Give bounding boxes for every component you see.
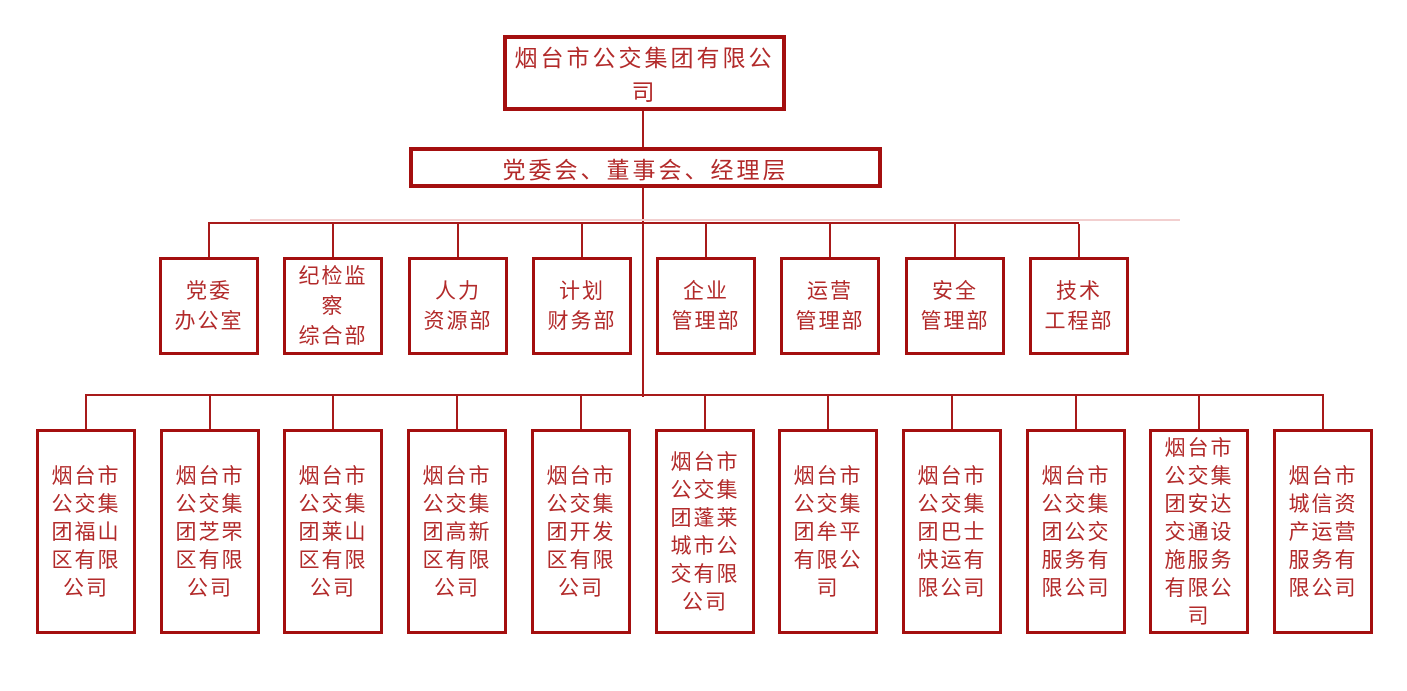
connector-root-to-governance [642, 111, 644, 147]
node-dept-discipline: 纪检监 察 综合部 [283, 257, 383, 355]
connector-drop-dept-7 [954, 224, 956, 257]
connector-drop-dept-2 [332, 224, 334, 257]
connector-drop-dept-4 [581, 224, 583, 257]
node-sub-zhifu: 烟台市 公交集 团芝罘 区有限 公司 [160, 429, 260, 634]
node-sub-anda-traffic: 烟台市 公交集 团安达 交通设 施服务 有限公 司 [1149, 429, 1249, 634]
node-dept-safety-mgmt: 安全 管理部 [905, 257, 1005, 355]
connector-drop-sub-5 [580, 396, 582, 429]
node-sub-bus-service: 烟台市 公交集 团公交 服务有 限公司 [1026, 429, 1126, 634]
connector-drop-sub-10 [1198, 396, 1200, 429]
connector-drop-sub-1 [85, 396, 87, 429]
node-dept-operations-mgmt: 运营 管理部 [780, 257, 880, 355]
connector-departments-rail-faint [250, 219, 1180, 221]
node-sub-kaifa: 烟台市 公交集 团开发 区有限 公司 [531, 429, 631, 634]
connector-drop-sub-7 [827, 396, 829, 429]
node-root-company: 烟台市公交集团有限公司 [503, 35, 786, 111]
node-sub-chengxin: 烟台市 城信资 产运营 服务有 限公司 [1273, 429, 1373, 634]
node-sub-penglai: 烟台市 公交集 团蓬莱 城市公 交有限 公司 [655, 429, 755, 634]
connector-drop-dept-6 [829, 224, 831, 257]
connector-drop-sub-9 [1075, 396, 1077, 429]
node-dept-enterprise-mgmt: 企业 管理部 [656, 257, 756, 355]
connector-drop-sub-11 [1322, 396, 1324, 429]
node-dept-human-resources: 人力 资源部 [408, 257, 508, 355]
connector-drop-sub-2 [209, 396, 211, 429]
node-governance: 党委会、董事会、经理层 [409, 147, 882, 188]
connector-drop-dept-3 [457, 224, 459, 257]
node-dept-party-office: 党委 办公室 [159, 257, 259, 355]
node-dept-planning-finance: 计划 财务部 [532, 257, 632, 355]
connector-drop-sub-3 [332, 396, 334, 429]
connector-drop-sub-8 [951, 396, 953, 429]
node-dept-tech-engineering: 技术 工程部 [1029, 257, 1129, 355]
connector-drop-sub-6 [704, 396, 706, 429]
node-sub-gaoxin: 烟台市 公交集 团高新 区有限 公司 [407, 429, 507, 634]
connector-drop-sub-4 [456, 396, 458, 429]
node-sub-muping: 烟台市 公交集 团牟平 有限公 司 [778, 429, 878, 634]
node-sub-bus-express: 烟台市 公交集 团巴士 快运有 限公司 [902, 429, 1002, 634]
connector-departments-rail [208, 222, 1079, 224]
connector-governance-trunk [642, 188, 644, 397]
connector-drop-dept-5 [705, 224, 707, 257]
node-sub-laishan: 烟台市 公交集 团莱山 区有限 公司 [283, 429, 383, 634]
connector-drop-dept-8 [1078, 224, 1080, 257]
connector-subsidiaries-rail [85, 394, 1324, 396]
node-sub-fushan: 烟台市 公交集 团福山 区有限 公司 [36, 429, 136, 634]
connector-drop-dept-1 [208, 224, 210, 257]
